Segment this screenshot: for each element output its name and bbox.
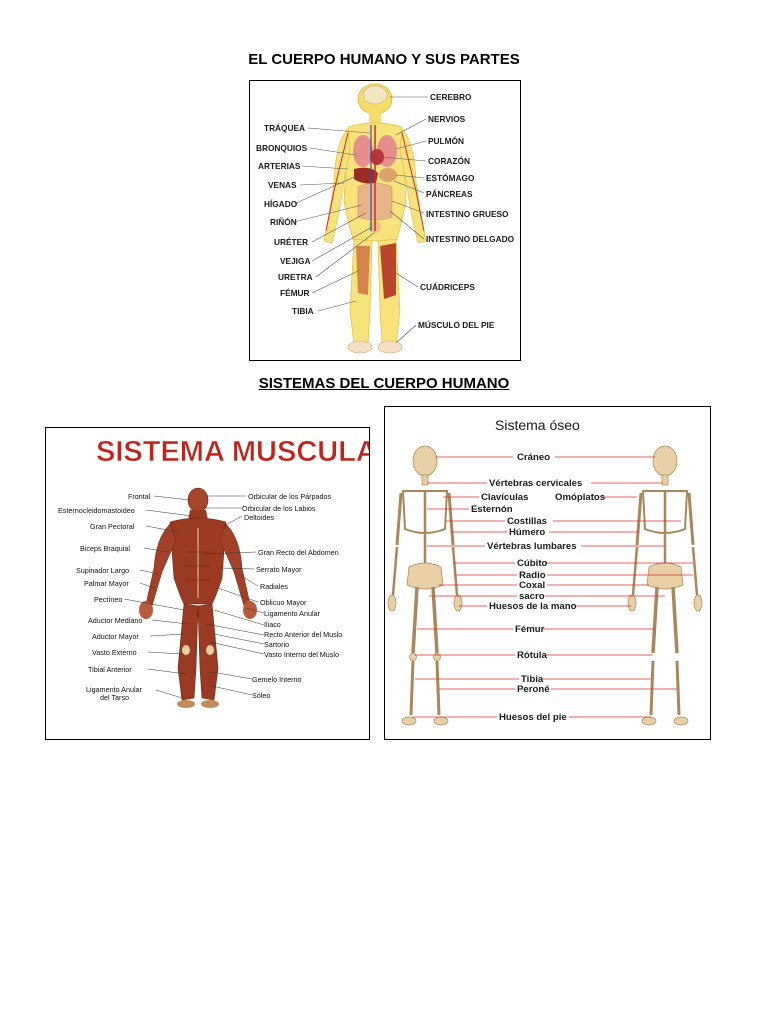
label-del-tarso: del Tarso [100,693,129,702]
label-omoplatos: Omóplatos [555,492,605,503]
label-ligamento-anular: Ligamento Anular [86,685,143,694]
label-vertebras-lumbares: Vértebras lumbares [487,541,577,552]
label-deltoides: Deltoides [244,513,274,522]
label-venas: VENAS [268,180,297,190]
label-serrato-mayor: Serrato Mayor [256,565,302,574]
leader-lines-right [381,96,428,344]
label-tibia: Tibia [521,674,544,685]
muscle-body-illustration [139,487,257,708]
label-vertebras-cervicales: Vértebras cervicales [489,478,582,489]
label-musculo-del-pie: MÚSCULO DEL PIE [418,319,495,330]
skeleton-back-illustration [627,445,703,726]
label-gemelo-interno: Gemelo Interno [252,675,302,684]
label-femur: Fémur [515,624,545,635]
label-huesos-pie: Huesos del pie [499,712,567,723]
label-coxal: Coxal [519,580,545,591]
label-supinador-largo: Supinador Largo [76,566,129,575]
label-nervios: NERVIOS [428,114,466,124]
label-orbicular-labios: Orbicular de los Labios [242,504,316,513]
label-uretra: URETRA [278,272,313,282]
label-huesos-mano: Huesos de la mano [489,601,577,612]
label-intestino-delgado: INTESTINO DELGADO [426,234,515,244]
page-title: EL CUERPO HUMANO Y SUS PARTES [248,51,520,68]
label-pulmon: PULMÓN [428,135,464,146]
label-perone: Peroné [517,684,550,695]
skeleton-front-illustration [387,445,463,726]
label-intestino-grueso: INTESTINO GRUESO [426,209,509,219]
muscular-system-figure: SISTEMA MUSCULAR [45,427,370,740]
label-cubito: Cúbito [517,558,548,569]
label-rotula: Rótula [517,650,548,661]
label-arterias: ARTERIAS [258,161,301,171]
muscular-title: SISTEMA MUSCULAR [96,436,369,468]
label-costillas: Costillas [507,516,547,527]
skeleton-leader-lines [413,456,693,718]
label-soleo: Sóleo [252,691,270,700]
skeleton-title: Sistema óseo [495,417,580,433]
label-sacro: sacro [519,591,545,602]
label-femur: FÉMUR [280,288,310,298]
label-sartorio: Sartorio [264,640,289,649]
label-esternocleidomastoideo: Esternocleidomastoideo [58,506,135,515]
label-vasto-interno: Vasto Interno del Muslo [264,650,339,659]
label-frontal: Frontal [128,492,151,501]
label-pectineo: Pectíneo [94,595,122,604]
label-orbicular-parpados: Orbicular de los Párpados [248,492,332,501]
label-gran-pectoral: Gran Pectoral [90,522,135,531]
label-radio: Radio [519,570,546,581]
label-rinon: RIÑÓN [270,216,297,227]
label-claviculas: Clavículas [481,492,528,503]
leader-lines-left [293,127,375,312]
label-aductor-mayor: Aductor Mayor [92,632,139,641]
label-tibial-anterior: Tibial Anterior [88,665,132,674]
label-tibia: TIBIA [292,306,314,316]
label-pancreas: PÁNCREAS [426,189,473,199]
body-illustration [323,83,427,354]
label-ureter: URÉTER [274,237,308,247]
label-vasto-externo: Vasto Externo [92,648,137,657]
label-corazon: CORAZÓN [428,155,470,166]
label-estomago: ESTÓMAGO [426,172,475,183]
label-recto-anterior-muslo: Recto Anterior del Muslo [264,630,342,639]
muscle-leader-lines [123,495,265,699]
label-cuadriceps: CUÁDRICEPS [420,282,475,292]
label-vejiga: VEJIGA [280,256,310,266]
label-cerebro: CEREBRO [430,92,472,102]
label-higado: HÍGADO [264,199,298,209]
label-radiales: Radiales [260,582,288,591]
label-oblicuo-mayor: Oblicuo Mayor [260,598,307,607]
section-subtitle: SISTEMAS DEL CUERPO HUMANO [258,375,510,392]
label-ligamento-anular-mano: Ligamento Anular [264,609,321,618]
label-palmar-mayor: Palmar Mayor [84,579,129,588]
label-craneo: Cráneo [517,452,550,463]
label-esternon: Esternón [471,504,513,515]
label-gran-recto-abdomen: Gran Recto del Abdomen [258,548,339,557]
label-traquea: TRÁQUEA [264,123,305,133]
label-bronquios: BRONQUIOS [256,143,308,153]
label-aductor-mediano: Aductor Mediano [88,616,142,625]
human-body-figure: TRÁQUEA BRONQUIOS ARTERIAS VENAS HÍGADO … [249,80,521,361]
label-biceps-braquial: Biceps Braquial [80,544,130,553]
skeletal-system-figure: Sistema óseo [384,406,711,740]
label-iliaco: Iliaco [264,620,281,629]
label-humero: Húmero [509,527,545,538]
